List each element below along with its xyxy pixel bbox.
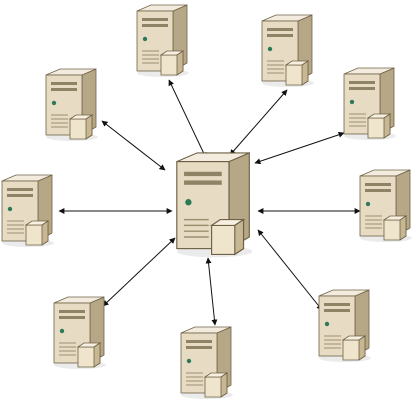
server-node [1,174,55,248]
connection-arrow [254,131,345,165]
server-node [180,326,234,400]
server-node [343,67,397,141]
connection-arrow [101,120,166,171]
server-node [45,68,99,142]
connection-arrow [229,89,288,156]
server-node [261,14,315,88]
server-node [136,4,190,78]
connections [58,79,361,326]
hub-server [176,152,253,259]
server-node [359,169,413,243]
server-node [53,296,107,370]
connection-arrow [102,237,176,307]
connection-arrow [168,79,207,159]
server-node [318,289,372,363]
connection-arrow [257,229,323,311]
connection-arrow [205,257,218,326]
